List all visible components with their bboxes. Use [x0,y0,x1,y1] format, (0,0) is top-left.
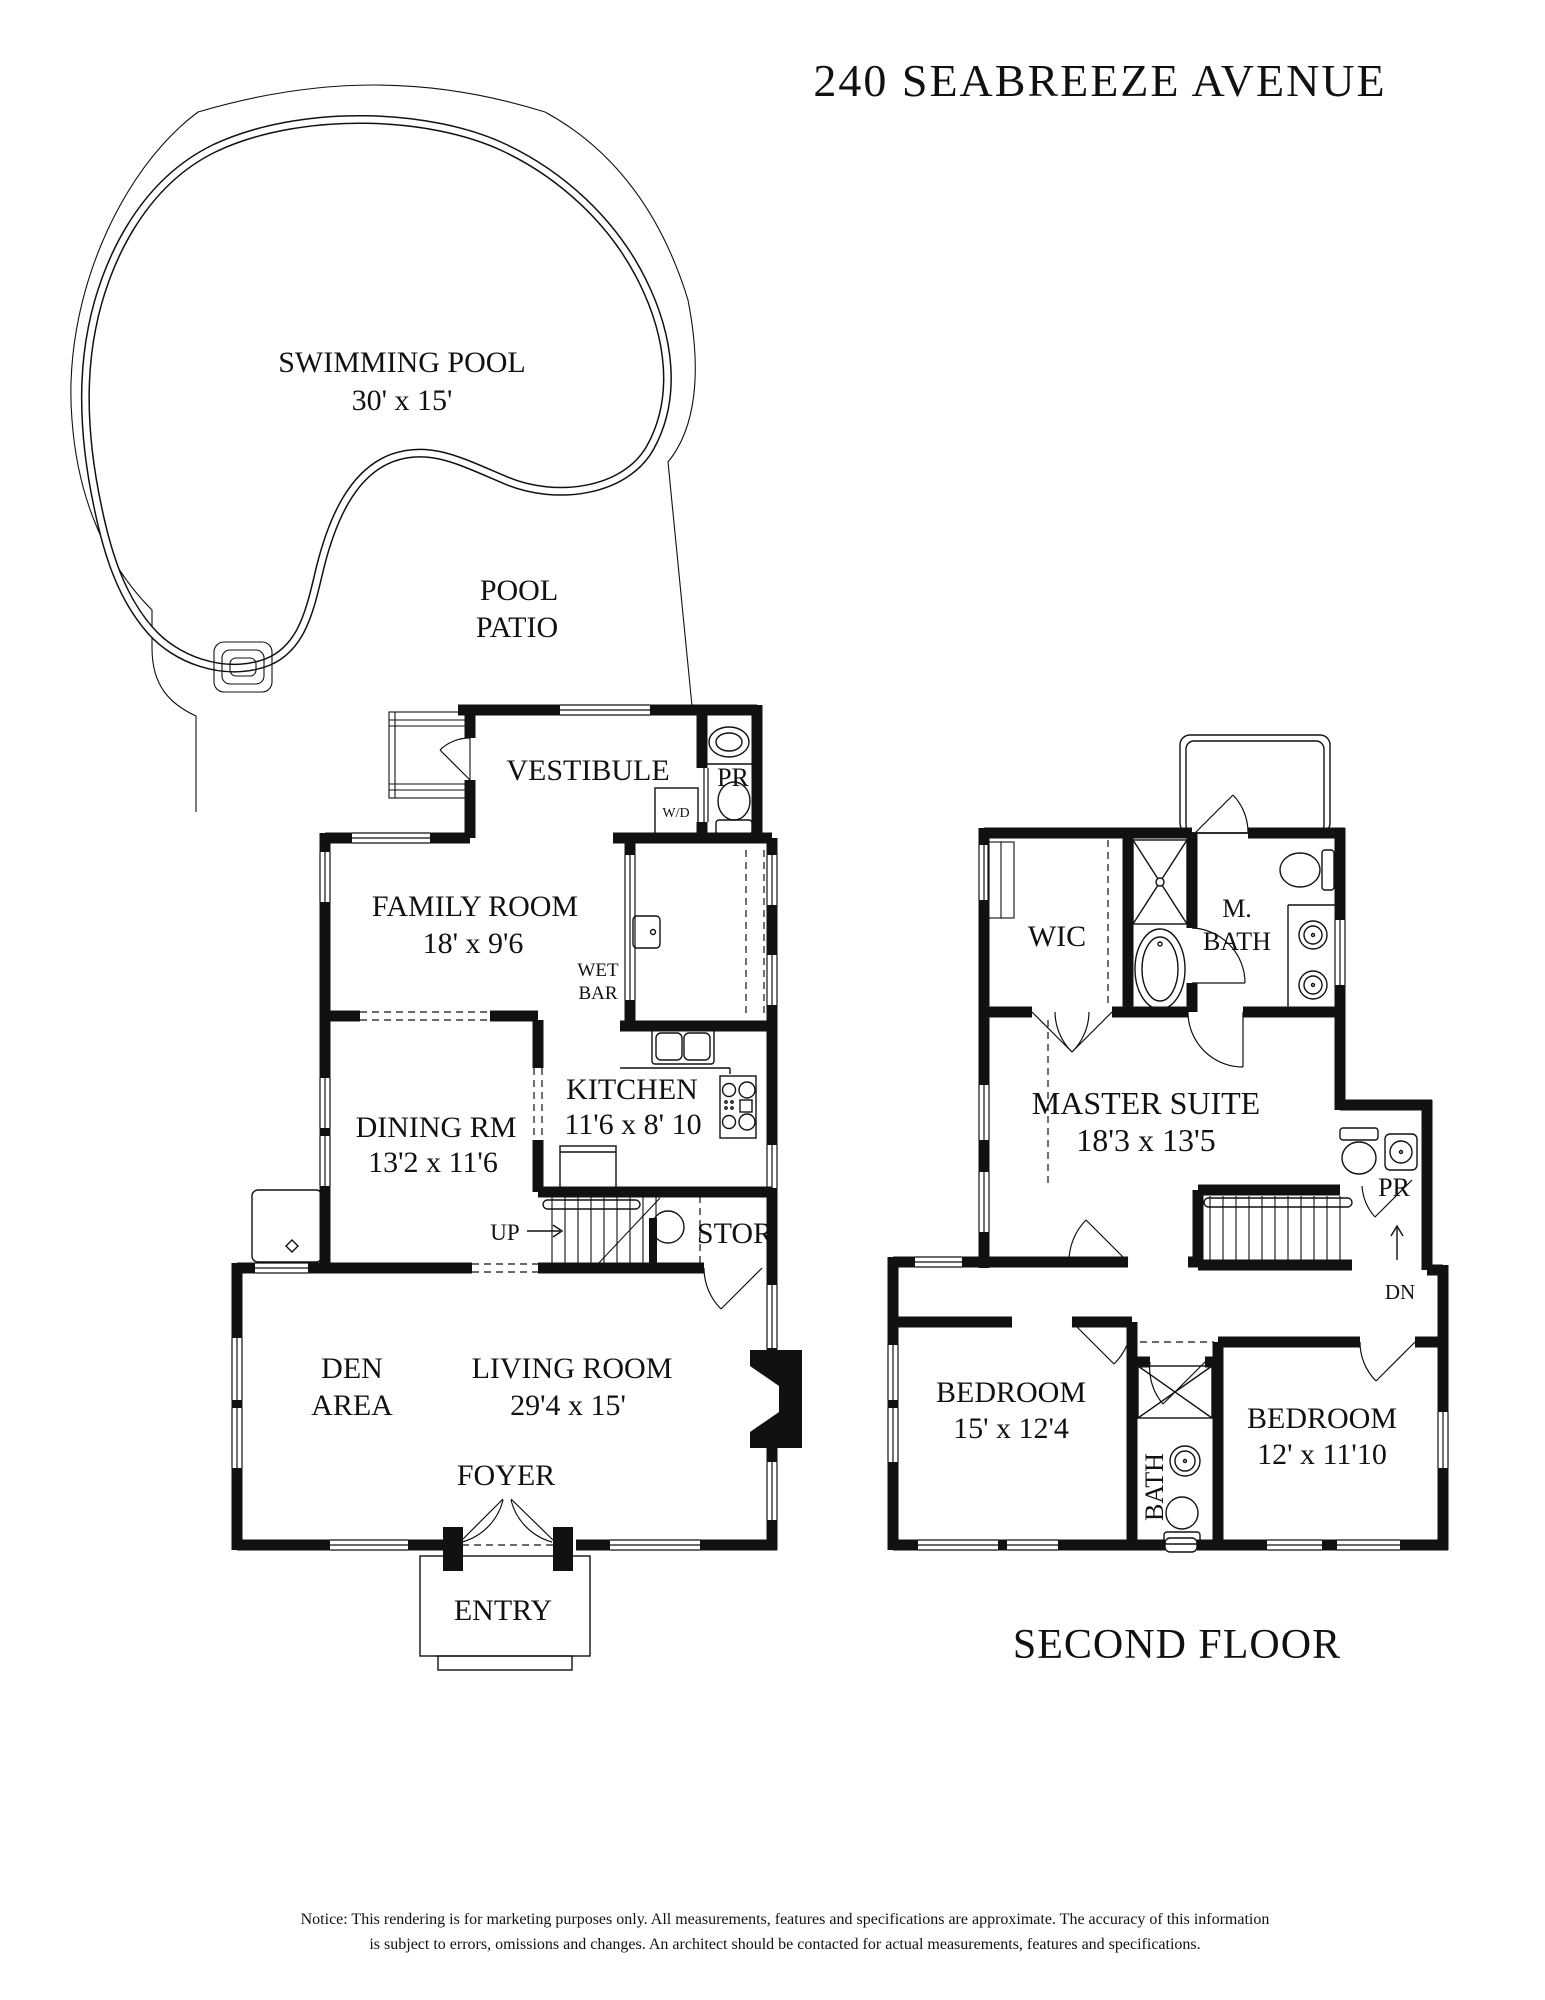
den-label-1: DEN [321,1352,383,1385]
first-floor-walls [231,704,778,1551]
patio-label-2: PATIO [476,611,558,644]
bedroom1-dims: 15' x 12'4 [953,1412,1069,1445]
bath-label: BATH [1140,1453,1169,1521]
down-label: DN [1385,1280,1415,1304]
kitchen-label: KITCHEN [566,1073,698,1106]
bedroom1-label: BEDROOM [936,1376,1086,1409]
door-post-right [553,1527,573,1571]
wic-label: WIC [1028,920,1086,953]
master-bath-label-2: BATH [1203,927,1271,956]
storage-label: STOR [697,1217,773,1250]
patio-label-1: POOL [480,574,558,607]
pool-label: SWIMMING POOL [278,346,526,379]
page-title: 240 SEABREEZE AVENUE [813,55,1386,106]
first-floor-windows [231,704,778,1551]
washer-dryer-box [654,787,699,835]
second-floor-windows [887,845,1449,1551]
wic-shelves [987,841,1015,919]
first-floor-dashed-openings [360,850,765,1546]
hall-bath-fixtures [1137,1365,1213,1545]
second-floor-doors [1031,794,1416,1405]
dining-side-box [251,1189,323,1263]
pool-area: SWIMMING POOL 30' x 15' POOL PATIO [70,84,696,812]
wet-bar-label-2: BAR [578,983,617,1004]
entry-stoop [419,1555,591,1671]
second-floor-dashed [1047,840,1214,1343]
living-room-dims: 29'4 x 15' [510,1389,626,1422]
first-floor-doors [439,737,763,1543]
powder-room-fixtures [702,726,757,835]
upstairs-pr-fixtures [1339,1127,1418,1175]
master-suite-label: MASTER SUITE [1032,1085,1260,1121]
second-floor-heading: SECOND FLOOR [1013,1622,1341,1668]
family-room-label: FAMILY ROOM [372,890,578,923]
side-porch [388,711,471,799]
notice-line-1: Notice: This rendering is for marketing … [301,1911,1270,1928]
patio-edge-right [544,111,696,707]
storage-tank [651,1210,685,1244]
master-bath-label-1: M. [1222,894,1252,923]
stairs-second-floor [1203,1196,1404,1260]
wet-bar-label-1: WET [577,960,619,981]
powder-room-label: PR [717,763,749,792]
dining-room-dims: 13'2 x 11'6 [368,1146,498,1179]
living-room-label: LIVING ROOM [472,1352,673,1385]
patio-edge-top [197,84,546,113]
second-floor-walls [887,827,1449,1551]
stairs-first-floor [527,1196,661,1267]
bedroom2-label: BEDROOM [1247,1402,1397,1435]
entry-label: ENTRY [454,1594,552,1627]
second-floor-plan: WIC M. BATH MASTER SUITE 18'3 x 13'5 PR … [887,734,1449,1668]
bedroom2-dims: 12' x 11'10 [1257,1438,1387,1471]
kitchen-dims: 11'6 x 8' 10 [564,1108,701,1141]
pool-dims: 30' x 15' [352,384,453,417]
fireplace [750,1350,802,1448]
upstairs-pr-label: PR [1378,1173,1410,1202]
notice-line-2: is subject to errors, omissions and chan… [369,1936,1200,1953]
vestibule-label: VESTIBULE [506,754,669,787]
deck [1179,734,1331,834]
family-room-dims: 18' x 9'6 [423,927,524,960]
patio-edge-left [70,111,199,812]
master-suite-dims: 18'3 x 13'5 [1076,1122,1216,1158]
pool-outline-inner [82,116,671,671]
master-bath-fixtures [1132,839,1340,1012]
washer-dryer-label: W/D [662,806,689,821]
bath-bottom-vent [1164,1537,1198,1553]
kitchen-fixtures [559,1023,757,1193]
foyer-label: FOYER [457,1459,555,1492]
pool-steps [213,641,273,693]
first-floor-plan: VESTIBULE PR W/D FAMILY ROOM 18' x 9'6 W… [231,704,802,1671]
wet-bar-sink [632,915,661,949]
door-post-left [443,1527,463,1571]
notice-block: Notice: This rendering is for marketing … [301,1911,1270,1953]
den-label-2: AREA [311,1389,393,1422]
dining-room-label: DINING RM [356,1111,517,1144]
up-label: UP [490,1220,519,1245]
